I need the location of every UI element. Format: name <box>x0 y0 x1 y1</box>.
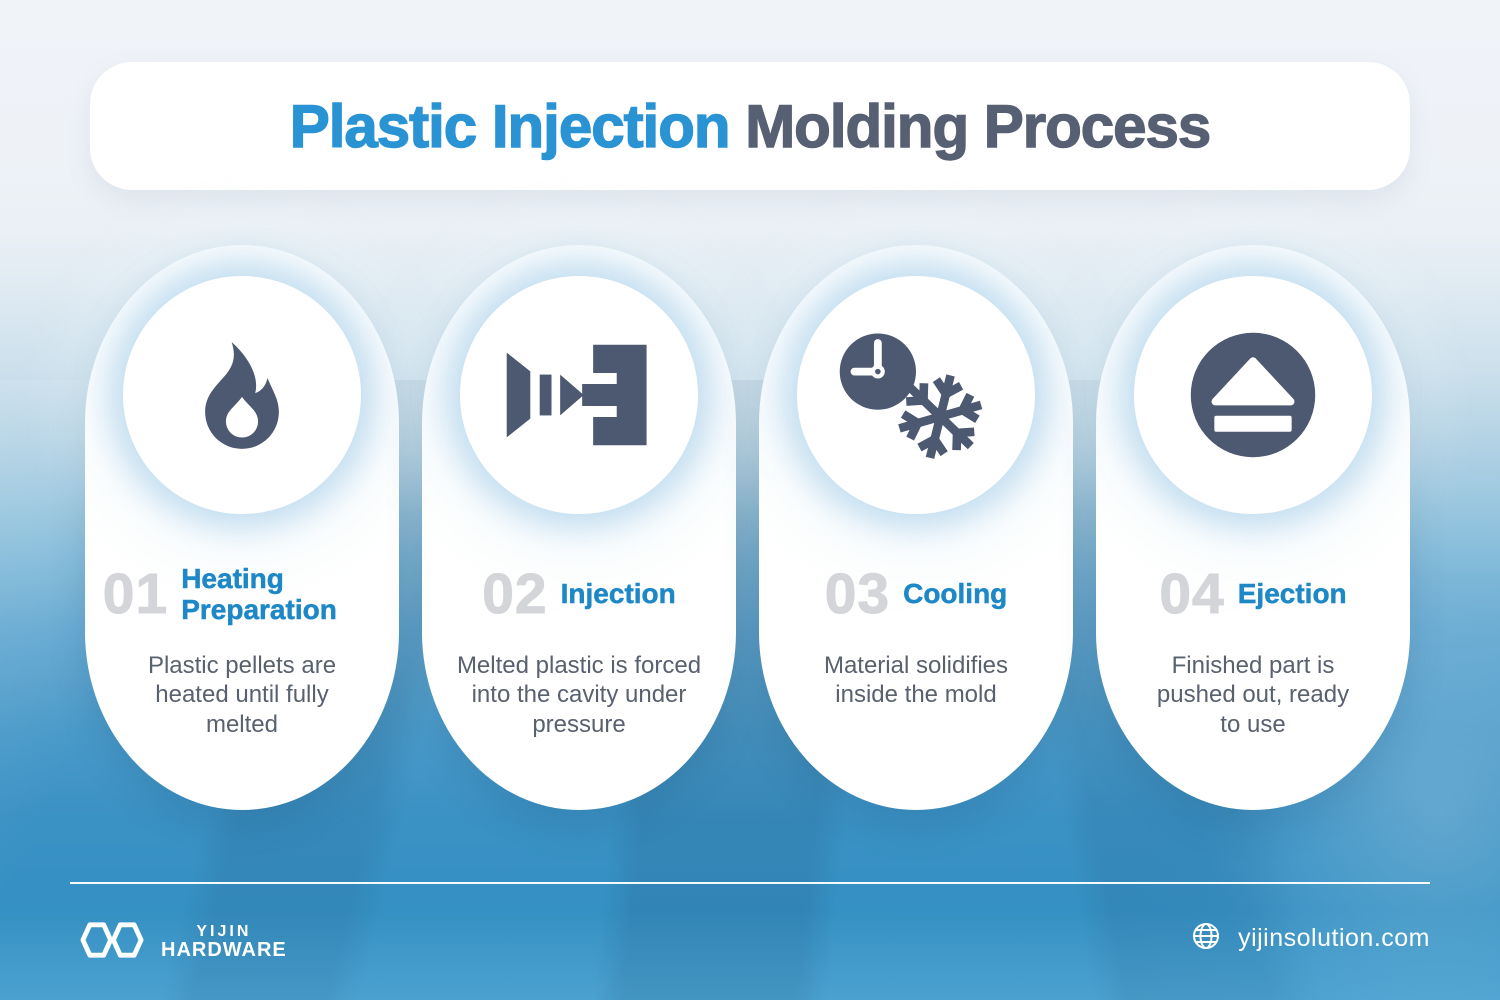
step-header: 03 Cooling <box>824 561 1008 627</box>
step-number: 02 <box>482 561 548 626</box>
step-card-injection: 02 Injection Melted plastic is forced in… <box>422 245 736 810</box>
step-description: Plastic pellets are heated until fully m… <box>147 652 337 738</box>
step-icon-circle <box>808 287 1024 503</box>
step-number: 03 <box>824 561 891 626</box>
website-link[interactable]: yijinsolution.com <box>1192 922 1430 955</box>
step-icon-circle <box>471 287 687 503</box>
title-bar: Plastic Injection Molding Process <box>90 62 1410 190</box>
step-header: 02 Injection <box>482 561 676 627</box>
brand-name-top: YIJIN <box>196 922 252 940</box>
flame-icon <box>190 338 294 452</box>
step-card-heating: 01 Heating Preparation Plastic pellets a… <box>85 245 399 810</box>
injection-nozzle-mold-icon <box>500 340 658 450</box>
step-number: 01 <box>102 561 169 626</box>
brand-logo: YIJIN HARDWARE <box>76 914 287 971</box>
brand-name: YIJIN HARDWARE <box>161 922 287 962</box>
page-title-highlight: Plastic Injection <box>289 92 731 160</box>
page-title-rest: Molding Process <box>744 92 1211 160</box>
step-description: Finished part is pushed out, ready to us… <box>1156 652 1350 738</box>
step-title: Heating Preparation <box>181 562 337 625</box>
brand-name-bottom: HARDWARE <box>161 939 287 962</box>
step-icon-circle <box>1145 287 1361 503</box>
step-header: 01 Heating Preparation <box>102 561 381 627</box>
step-title: Injection <box>560 578 676 610</box>
step-number: 04 <box>1159 561 1225 626</box>
website-url[interactable]: yijinsolution.com <box>1238 924 1430 952</box>
infinity-hexagons-icon <box>76 914 148 971</box>
page-title: Plastic Injection Molding Process <box>289 92 1212 161</box>
step-header: 04 Ejection <box>1159 561 1347 627</box>
eject-icon <box>1187 329 1319 461</box>
globe-icon <box>1192 922 1220 955</box>
step-title: Ejection <box>1237 578 1347 610</box>
step-title: Cooling <box>903 578 1008 610</box>
step-icon-circle <box>134 287 350 503</box>
footer-divider <box>70 882 1430 884</box>
step-description: Melted plastic is forced into the cavity… <box>456 652 702 738</box>
process-steps: 01 Heating Preparation Plastic pellets a… <box>85 245 1413 810</box>
step-card-ejection: 04 Ejection Finished part is pushed out,… <box>1096 245 1410 810</box>
clock-snowflake-icon <box>838 330 994 460</box>
step-card-cooling: 03 Cooling Material solidifies inside th… <box>759 245 1073 810</box>
step-description: Material solidifies inside the mold <box>823 652 1009 709</box>
